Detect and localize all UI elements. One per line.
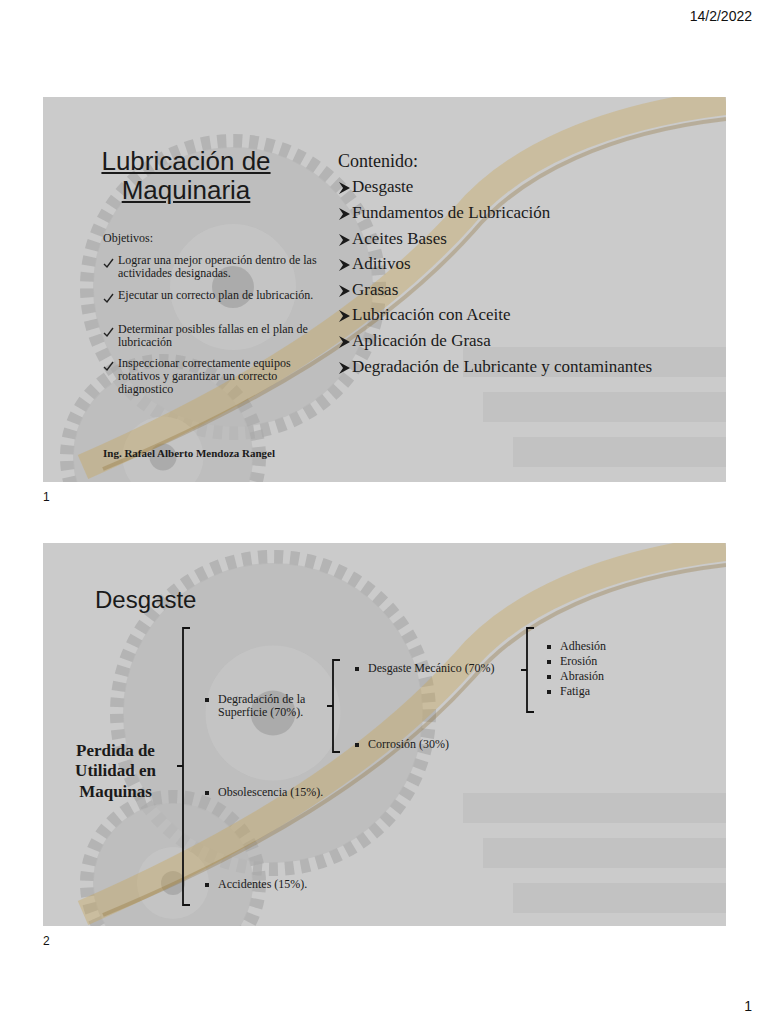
- content-item: Desgaste: [352, 178, 413, 197]
- page-number: 1: [744, 998, 752, 1014]
- author-name: Ing. Rafael Alberto Mendoza Rangel: [103, 447, 343, 459]
- slide-panel: Lubricación de MaquinariaObjetivos: Logra…: [43, 97, 726, 482]
- tree-item: Desgaste Mecánico (70%): [368, 662, 495, 675]
- content-item: Aditivos: [352, 255, 411, 274]
- objective-item: Inspeccionar correctamente equipos rotat…: [118, 357, 323, 397]
- slide-panel: DesgastePerdida de Utilidad en Maquinas D…: [43, 543, 726, 926]
- tree-item: Corrosión (30%): [368, 738, 449, 751]
- tree-leaf: Adhesión: [560, 640, 606, 653]
- tree-item: Accidentes (15%).: [218, 878, 307, 891]
- content-item: Grasas: [352, 281, 398, 300]
- tree-leaf: Abrasión: [560, 670, 604, 683]
- page-date: 14/2/2022: [690, 8, 752, 24]
- content-item: Degradación de Lubricante y contaminante…: [352, 358, 652, 377]
- objective-item: Ejecutar un correcto plan de lubricación…: [118, 289, 323, 302]
- slide-number: 2: [43, 934, 50, 948]
- slide-number: 1: [43, 490, 50, 504]
- tree-item: Obsolescencia (15%).: [218, 786, 323, 799]
- objective-item: Determinar posibles fallas en el plan de…: [118, 323, 323, 349]
- tree-leaf: Erosión: [560, 655, 597, 668]
- section-heading: Contenido:: [338, 152, 418, 172]
- slide-title: Desgaste: [95, 587, 196, 613]
- section-heading: Objetivos:: [103, 232, 303, 245]
- content-item: Fundamentos de Lubricación: [352, 204, 550, 223]
- tree-leaf: Fatiga: [560, 685, 590, 698]
- tree-root: Perdida de Utilidad en Maquinas: [63, 741, 168, 802]
- objective-item: Lograr una mejor operación dentro de las…: [118, 254, 323, 280]
- content-item: Lubricación con Aceite: [352, 306, 511, 325]
- content-item: Aplicación de Grasa: [352, 332, 491, 351]
- content-item: Aceites Bases: [352, 230, 447, 249]
- tree-item: Degradación de la Superficie (70%).: [218, 693, 338, 719]
- slide-title: Lubricación de Maquinaria: [71, 147, 301, 204]
